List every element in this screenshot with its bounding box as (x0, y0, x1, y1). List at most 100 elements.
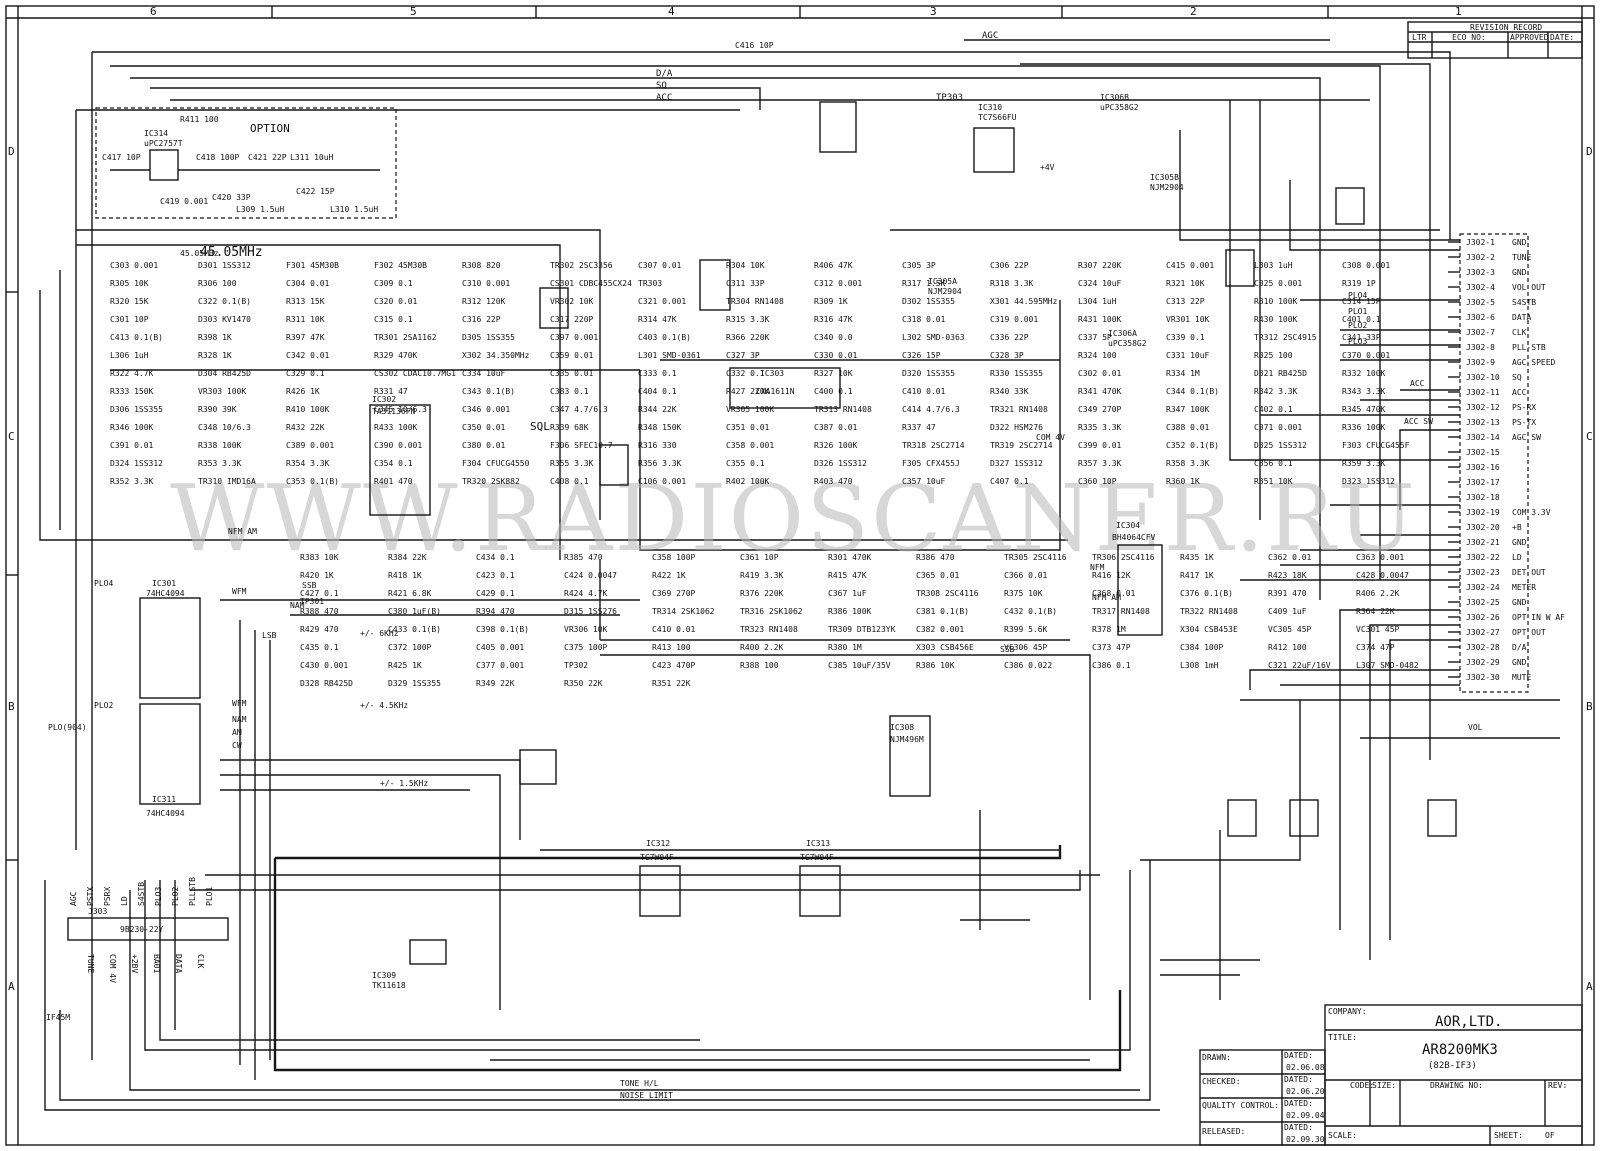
ic-id: IC303 (760, 369, 784, 378)
component-label: R318 3.3K (990, 279, 1034, 288)
component-label: C318 0.01 (902, 315, 946, 324)
component-label: TR323 RN1408 (740, 625, 798, 634)
j302-pin-id: J302-30 (1466, 673, 1500, 682)
j302-pin-name: AGC SPEED (1512, 358, 1556, 367)
component-label: D323 1SS312 (1342, 477, 1395, 486)
component-label: R313 15K (286, 297, 325, 306)
component-label: TR321 RN1408 (990, 405, 1048, 414)
ic-part: TC7S66FU (978, 113, 1017, 122)
component-label: C351 0.01 (726, 423, 770, 432)
component-label: R433 100K (374, 423, 418, 432)
component-label: C333 0.1 (638, 369, 677, 378)
drawing-no-label: DRAWING NO: (1430, 1081, 1483, 1090)
component-label: R353 3.3K (198, 459, 242, 468)
row-label: C (8, 430, 15, 443)
j302-pin-id: J302-21 (1466, 538, 1500, 547)
component-label: C310 0.001 (462, 279, 510, 288)
component-label: TR319 2SC2714 (990, 441, 1053, 450)
component-label: C375 100P (564, 643, 608, 652)
title-label: TITLE: (1328, 1033, 1357, 1042)
j302-pin-name: LD (1512, 553, 1522, 562)
net-label: PLO3 (1348, 337, 1367, 346)
component-label: VR302 10K (550, 297, 594, 306)
row-label: B (8, 700, 15, 713)
component-label: D305 1SS355 (462, 333, 515, 342)
j302-pin-id: J302-2 (1466, 253, 1495, 262)
row-label: D (1586, 145, 1593, 158)
signal-label: D/A (656, 69, 673, 79)
j302-pin-name: OPT OUT (1512, 628, 1546, 637)
company-label: COMPANY: (1328, 1007, 1367, 1016)
revision-record: REVISION RECORD LTR ECO NO: APPROVED DAT… (1407, 21, 1583, 59)
component-label: C305 3P (902, 261, 936, 270)
component-label: R422 1K (652, 571, 686, 580)
net-label: NAM (290, 601, 305, 610)
j302-pin-id: J302-19 (1466, 508, 1500, 517)
j303-top-label: S4STB (137, 882, 146, 906)
component-label: C404 0.1 (638, 387, 677, 396)
net-label: +/- 6KHz (360, 629, 399, 638)
j302-pin-id: J302-3 (1466, 268, 1495, 277)
component-label: C424 0.0047 (564, 571, 617, 580)
j302-pin-id: J302-15 (1466, 448, 1500, 457)
component-label: C383 0.1 (550, 387, 589, 396)
component-label: R322 4.7K (110, 369, 154, 378)
component-label: R351 22K (652, 679, 691, 688)
net-label: LSB (262, 631, 277, 640)
net-label: ACC (1410, 379, 1425, 388)
component-label: R316 330 (638, 441, 677, 450)
component-label: C302 0.01 (1078, 369, 1122, 378)
revision-header: ECO NO: (1452, 33, 1486, 42)
component-label: X301 44.595MHz (990, 297, 1058, 306)
component-label: D306 1SS355 (110, 405, 163, 414)
option-part: L311 10uH (290, 153, 334, 162)
component-label: R398 1K (198, 333, 232, 342)
net-label: COM 4V (1036, 433, 1065, 442)
component-label: R406 2.2K (1356, 589, 1400, 598)
component-label: C312 0.001 (814, 279, 862, 288)
ic-id: IC311 (152, 795, 176, 804)
component-label: R349 22K (476, 679, 515, 688)
freq-label: 45.05MHz (200, 245, 263, 260)
net-label: WFM (232, 699, 247, 708)
component-label: C432 0.1(B) (1004, 607, 1057, 616)
component-label: L306 1uH (110, 351, 149, 360)
component-label: R320 15K (110, 297, 149, 306)
component-label: C403 0.1(B) (638, 333, 691, 342)
component-label: CS302 CDAC10.7MG1 (374, 369, 456, 378)
drawing-title: AR8200MK3 (1422, 1042, 1498, 1058)
net-label: +/- 4.5KHz (360, 701, 408, 710)
j302-pin-name: GND (1512, 598, 1527, 607)
component-label: R400 2.2K (740, 643, 784, 652)
net-label: TP301 (300, 597, 324, 606)
component-label: F303 CFUCG455F (1342, 441, 1410, 450)
j302-pin-id: J302-7 (1466, 328, 1495, 337)
component-label: R384 22K (388, 553, 427, 562)
component-label: C344 0.1(B) (1166, 387, 1219, 396)
j302-pin-id: J302-28 (1466, 643, 1500, 652)
component-label: D328 RB425D (300, 679, 353, 688)
row-label: A (1586, 980, 1593, 993)
scale-label: SCALE: (1328, 1131, 1357, 1140)
ic-part: 74HC4094 (146, 589, 185, 598)
component-label: R399 5.6K (1004, 625, 1048, 634)
net-label: NFM (1090, 563, 1105, 572)
component-label: C321 22uF/16V (1268, 661, 1331, 670)
j302-pin-id: J302-29 (1466, 658, 1500, 667)
component-label: TR308 2SC4116 (916, 589, 979, 598)
j303-id: J303 (88, 907, 107, 916)
component-label: R430 100K (1254, 315, 1298, 324)
component-label: C365 0.01 (916, 571, 960, 580)
component-label: C367 1uF (828, 589, 867, 598)
j303-top-label: AGC (69, 891, 78, 906)
component-label: R339 68K (550, 423, 589, 432)
component-label: F304 CFUCG4550 (462, 459, 530, 468)
component-label: C366 0.01 (1004, 571, 1048, 580)
component-label: R413 100 (652, 643, 691, 652)
component-label: C354 0.1 (374, 459, 413, 468)
net-label: NOISE LIMIT (620, 1091, 673, 1100)
component-label: C361 10P (740, 553, 779, 562)
component-label: R397 47K (286, 333, 325, 342)
